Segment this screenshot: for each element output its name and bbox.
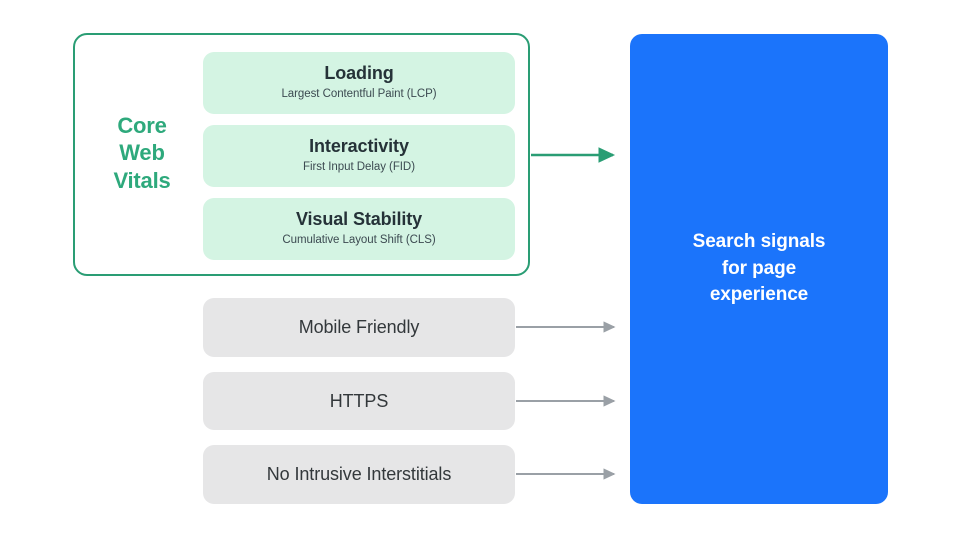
metric-card-loading[interactable]: Loading Largest Contentful Paint (LCP) (203, 52, 515, 114)
metric-card-interactivity[interactable]: Interactivity First Input Delay (FID) (203, 125, 515, 187)
metric-subtitle-visual-stability: Cumulative Layout Shift (CLS) (282, 234, 436, 247)
signal-label-https: HTTPS (329, 390, 389, 411)
search-signals-line-1: Search signals (692, 230, 826, 252)
core-web-vitals-group (73, 33, 530, 276)
core-web-vitals-label-line-3: Vitals (113, 167, 171, 193)
search-signals-panel-text: Search signals for page experience (693, 229, 826, 310)
metric-title-visual-stability: Visual Stability (295, 209, 423, 230)
core-web-vitals-label-line-2: Web (119, 140, 165, 166)
signal-card-mobile-friendly[interactable]: Mobile Friendly (203, 298, 515, 357)
metric-title-interactivity: Interactivity (309, 136, 409, 157)
metric-title-loading: Loading (324, 63, 394, 84)
search-signals-panel[interactable]: Search signals for page experience (630, 34, 888, 504)
search-signals-line-3: experience (709, 284, 809, 306)
metric-subtitle-loading: Largest Contentful Paint (LCP) (281, 88, 437, 101)
search-signals-line-2: for page (721, 257, 797, 279)
core-web-vitals-label-line-1: Core (117, 113, 167, 138)
signal-label-mobile-friendly: Mobile Friendly (298, 317, 420, 337)
signal-card-no-intrusive-interstitials[interactable]: No Intrusive Interstitials (203, 445, 515, 504)
signal-card-https[interactable]: HTTPS (203, 372, 515, 430)
core-web-vitals-group-label: Core Web Vitals (96, 112, 188, 194)
signal-label-no-intrusive-interstitials: No Intrusive Interstitials (266, 464, 452, 484)
metric-subtitle-interactivity: First Input Delay (FID) (303, 161, 415, 174)
metric-card-visual-stability[interactable]: Visual Stability Cumulative Layout Shift… (203, 198, 515, 260)
